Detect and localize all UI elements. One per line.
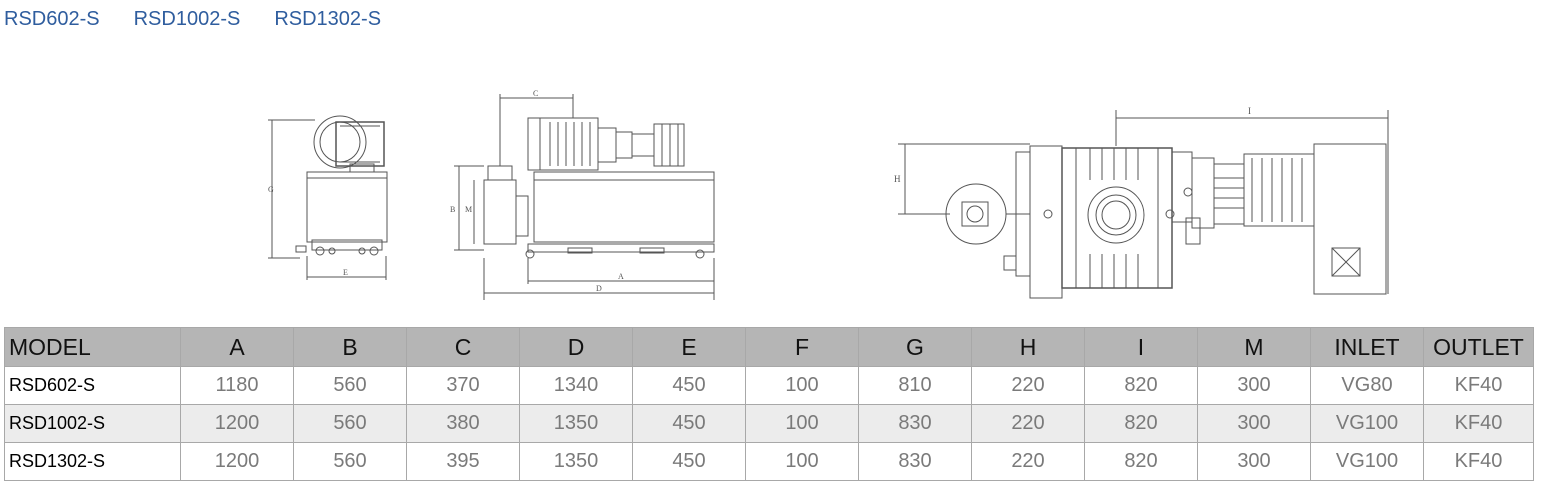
technical-drawing: G E C	[0, 88, 1543, 303]
header-model: MODEL	[4, 327, 181, 367]
cell-outlet: KF40	[1423, 366, 1534, 405]
header-c: C	[406, 327, 520, 367]
cell-f: 100	[745, 366, 859, 405]
dim-label-d: D	[596, 284, 602, 293]
cell-h: 220	[971, 442, 1085, 481]
cell-g: 830	[858, 442, 972, 481]
header-inlet: INLET	[1310, 327, 1424, 367]
cell-e: 450	[632, 366, 746, 405]
spec-table: MODEL A B C D E F G H I M INLET OUTLET R…	[4, 327, 1534, 481]
cell-h: 220	[971, 366, 1085, 405]
dim-label-b: B	[450, 205, 455, 214]
cell-g: 810	[858, 366, 972, 405]
cell-f: 100	[745, 404, 859, 443]
cell-model: RSD1302-S	[4, 442, 181, 481]
header-h: H	[971, 327, 1085, 367]
cell-a: 1200	[180, 442, 294, 481]
model-title-2: RSD1002-S	[133, 8, 241, 30]
header-e: E	[632, 327, 746, 367]
cell-i: 820	[1084, 366, 1198, 405]
cell-g: 830	[858, 404, 972, 443]
table-row: RSD602-S 1180 560 370 1340 450 100 810 2…	[4, 366, 1534, 405]
cell-m: 300	[1197, 404, 1311, 443]
table-row: RSD1002-S 1200 560 380 1350 450 100 830 …	[4, 404, 1534, 443]
table-header-row: MODEL A B C D E F G H I M INLET OUTLET	[4, 327, 1534, 367]
cell-d: 1350	[519, 404, 633, 443]
cell-inlet: VG100	[1310, 404, 1424, 443]
top-view-drawing: I H	[894, 106, 1389, 299]
cell-outlet: KF40	[1423, 404, 1534, 443]
cell-c: 395	[406, 442, 520, 481]
cell-d: 1340	[519, 366, 633, 405]
dim-label-e: E	[343, 268, 348, 277]
header-a: A	[180, 327, 294, 367]
cell-h: 220	[971, 404, 1085, 443]
cell-i: 820	[1084, 442, 1198, 481]
cell-d: 1350	[519, 442, 633, 481]
cell-inlet: VG80	[1310, 366, 1424, 405]
cell-m: 300	[1197, 366, 1311, 405]
model-title-3: RSD1302-S	[274, 8, 382, 30]
cell-c: 370	[406, 366, 520, 405]
cell-m: 300	[1197, 442, 1311, 481]
dim-label-g: G	[268, 185, 274, 194]
dim-label-h: H	[894, 174, 901, 184]
dim-label-i: I	[1248, 106, 1251, 116]
cell-b: 560	[293, 404, 407, 443]
cell-inlet: VG100	[1310, 442, 1424, 481]
cell-model: RSD1002-S	[4, 404, 181, 443]
cell-a: 1180	[180, 366, 294, 405]
cell-b: 560	[293, 442, 407, 481]
cell-b: 560	[293, 366, 407, 405]
cell-i: 820	[1084, 404, 1198, 443]
header-g: G	[858, 327, 972, 367]
header-f: F	[745, 327, 859, 367]
dim-label-m: M	[465, 205, 472, 214]
header-i: I	[1084, 327, 1198, 367]
cell-e: 450	[632, 442, 746, 481]
side-view-drawing: G E	[268, 115, 388, 280]
table-row: RSD1302-S 1200 560 395 1350 450 100 830 …	[4, 442, 1534, 481]
cell-a: 1200	[180, 404, 294, 443]
cell-c: 380	[406, 404, 520, 443]
header-d: D	[519, 327, 633, 367]
header-m: M	[1197, 327, 1311, 367]
cell-model: RSD602-S	[4, 366, 181, 405]
header-outlet: OUTLET	[1423, 327, 1534, 367]
dim-label-a: A	[618, 272, 624, 281]
front-view-drawing: C	[450, 89, 715, 300]
dim-label-c: C	[533, 89, 538, 98]
model-list: RSD602-S RSD1002-S RSD1302-S	[4, 6, 415, 32]
cell-outlet: KF40	[1423, 442, 1534, 481]
model-title-1: RSD602-S	[4, 8, 100, 30]
cell-e: 450	[632, 404, 746, 443]
header-b: B	[293, 327, 407, 367]
cell-f: 100	[745, 442, 859, 481]
